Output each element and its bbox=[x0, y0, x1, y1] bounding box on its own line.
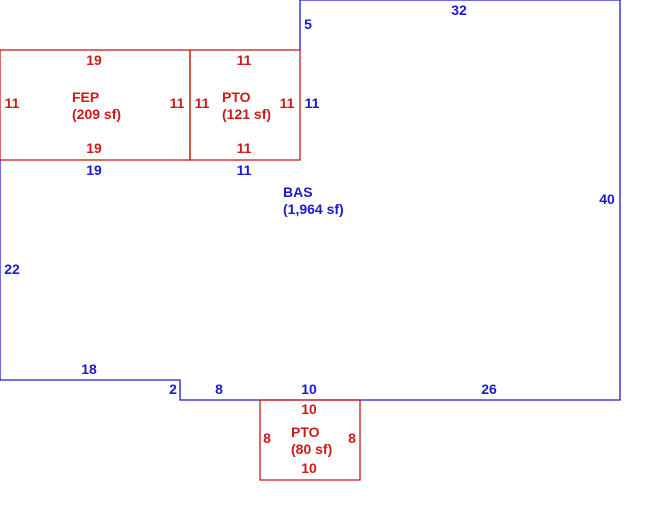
bas-dim-bottom-a: 8 bbox=[215, 381, 223, 397]
pto-bottom-outline bbox=[259, 399, 361, 481]
pto-top-dim-top: 11 bbox=[237, 52, 252, 68]
fep-code-label: FEP bbox=[72, 89, 99, 105]
pto-bottom-dim-bottom: 10 bbox=[301, 460, 317, 476]
pto-bottom-area-label: (80 sf) bbox=[291, 441, 332, 457]
pto-bottom-dim-left: 8 bbox=[263, 430, 271, 446]
fep-dim-left: 11 bbox=[5, 95, 20, 111]
bas-dim-lower-left: 18 bbox=[81, 361, 97, 377]
bas-code-label: BAS bbox=[283, 184, 313, 200]
bas-dim-pto-bottom: 11 bbox=[237, 162, 252, 178]
bas-dim-right: 40 bbox=[599, 191, 615, 207]
pto-top-dim-left: 11 bbox=[195, 95, 210, 111]
pto-top-code-label: PTO bbox=[222, 89, 251, 105]
fep-area-label: (209 sf) bbox=[72, 106, 121, 122]
bas-outline bbox=[0, 0, 621, 401]
bas-dim-fep-bottom: 19 bbox=[86, 162, 102, 178]
bas-dim-step-vertical: 5 bbox=[304, 16, 312, 32]
pto-bottom-dim-top: 10 bbox=[301, 401, 317, 417]
bas-dim-top: 32 bbox=[451, 2, 467, 18]
bas-dim-step-side: 11 bbox=[305, 95, 320, 111]
pto-top-dim-bottom: 11 bbox=[237, 140, 252, 156]
pto-bottom-code-label: PTO bbox=[291, 424, 320, 440]
fep-dim-bottom: 19 bbox=[86, 140, 102, 156]
pto-bottom-dim-right: 8 bbox=[348, 430, 356, 446]
bas-area-label: (1,964 sf) bbox=[283, 201, 344, 217]
pto-top-outline bbox=[189, 49, 301, 161]
pto-top-area-label: (121 sf) bbox=[222, 106, 271, 122]
bas-dim-bottom-c: 26 bbox=[481, 381, 497, 397]
fep-dim-top: 19 bbox=[86, 52, 102, 68]
pto-top-dim-right: 11 bbox=[280, 95, 295, 111]
bas-dim-bottom-b: 10 bbox=[301, 381, 317, 397]
bas-dim-notch: 2 bbox=[169, 381, 177, 397]
fep-dim-right: 11 bbox=[170, 95, 185, 111]
bas-dim-left: 22 bbox=[4, 261, 20, 277]
